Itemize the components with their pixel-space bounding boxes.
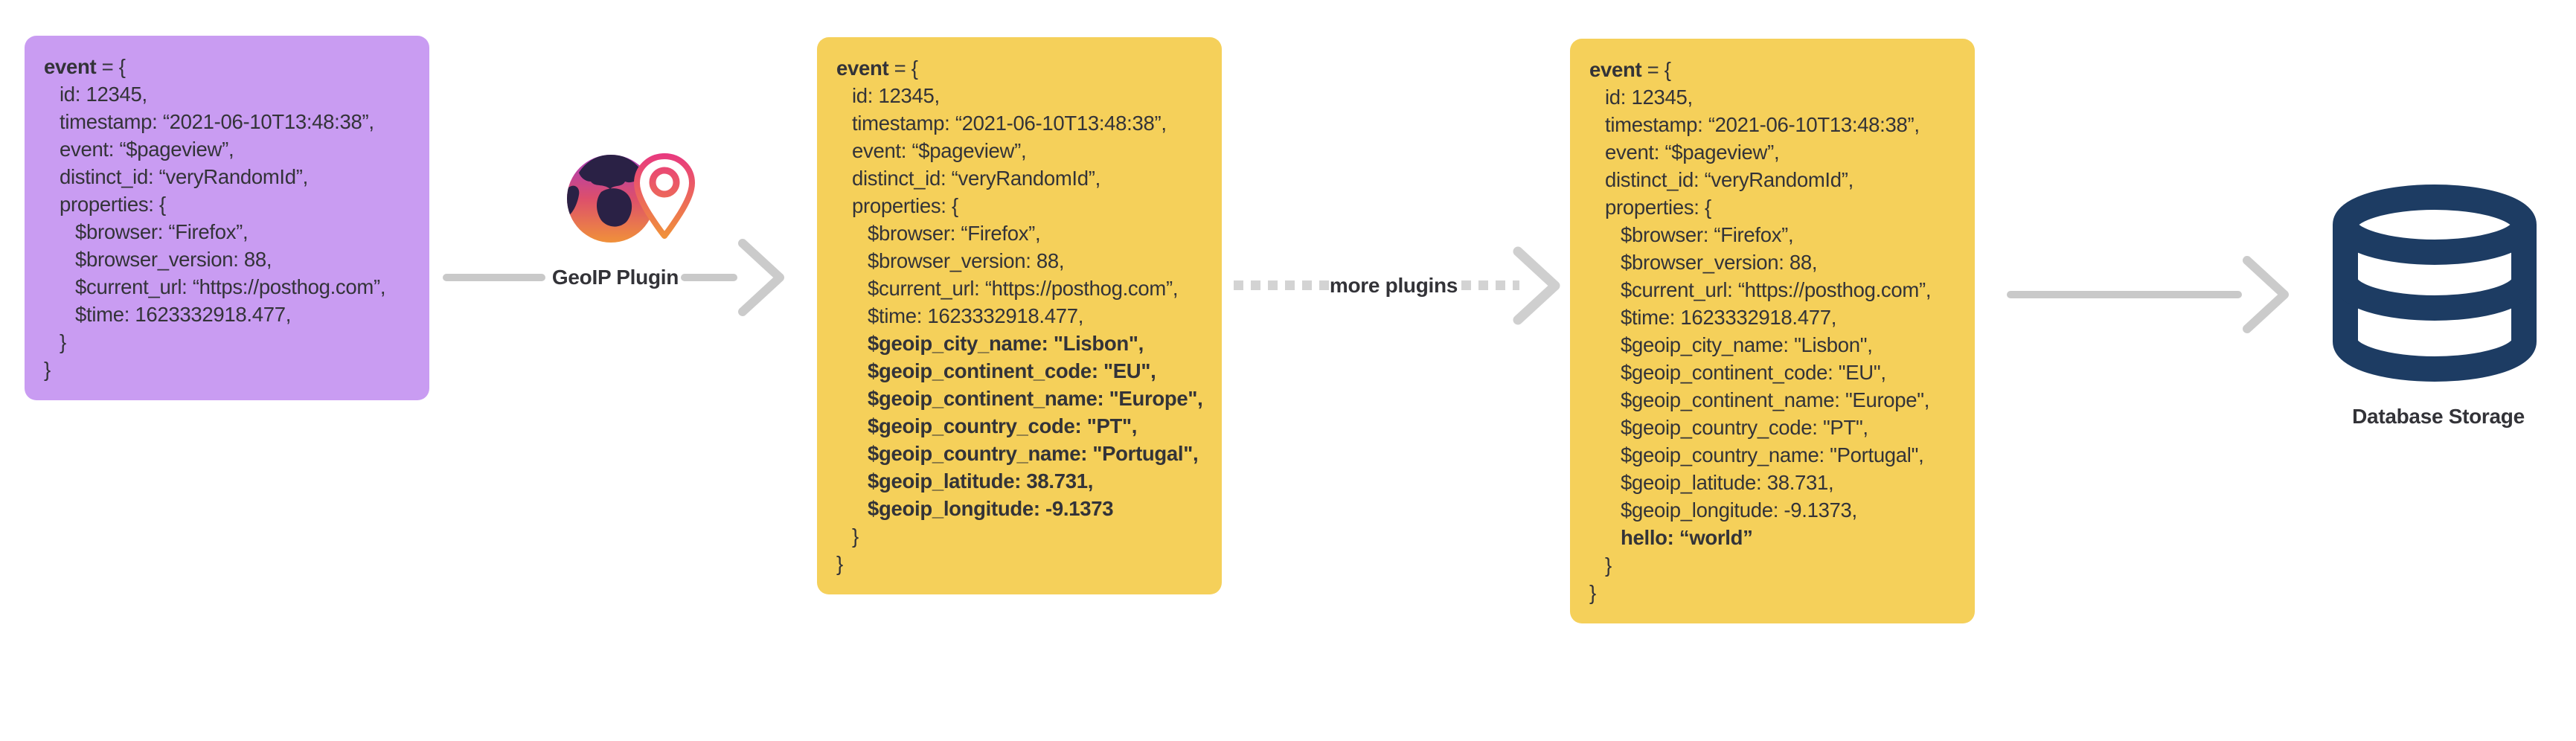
code-line: $geoip_continent_code: "EU", xyxy=(1621,361,1886,384)
code-line: $geoip_longitude: -9.1373, xyxy=(1621,498,1857,522)
code-line: } xyxy=(836,552,843,575)
code-line: $geoip_continent_code: "EU", xyxy=(868,359,1156,382)
event-json-card-more-plugins: event = { id: 12345, timestamp: “2021-06… xyxy=(1570,39,1975,623)
code-line: } xyxy=(1589,581,1596,604)
event-json-card-initial: event = { id: 12345, timestamp: “2021-06… xyxy=(25,36,429,400)
code-line: distinct_id: “veryRandomId”, xyxy=(1605,168,1853,191)
code-text: = { xyxy=(96,55,126,78)
code-line: } xyxy=(44,358,51,381)
code-line: $geoip_longitude: -9.1373 xyxy=(868,497,1114,520)
database-cylinder-icon xyxy=(2330,184,2537,382)
code-line: $geoip_country_name: "Portugal", xyxy=(1621,443,1924,466)
code-line: $geoip_continent_name: "Europe", xyxy=(1621,388,1930,411)
code-line: timestamp: “2021-06-10T13:48:38”, xyxy=(1605,113,1920,136)
dashed-arrow-line xyxy=(1461,280,1519,290)
code-line: $browser: “Firefox”, xyxy=(868,222,1041,245)
code-line: $geoip_city_name: "Lisbon", xyxy=(1621,333,1873,356)
code-line: } xyxy=(1605,554,1612,577)
code-keyword: event xyxy=(836,57,889,80)
code-line: id: 12345, xyxy=(1605,86,1693,109)
code-line: $geoip_latitude: 38.731, xyxy=(1621,471,1834,494)
code-line: } xyxy=(60,330,66,353)
code-line: $geoip_latitude: 38.731, xyxy=(868,469,1094,493)
event-json-card-geoip-enriched: event = { id: 12345, timestamp: “2021-06… xyxy=(817,37,1222,594)
code-line: $geoip_continent_name: "Europe", xyxy=(868,387,1203,410)
code-line: $current_url: “https://posthog.com”, xyxy=(868,277,1179,300)
code-line: $current_url: “https://posthog.com”, xyxy=(1621,278,1932,301)
database-storage-label: Database Storage xyxy=(2352,405,2525,428)
globe-with-location-pin-icon xyxy=(557,146,698,250)
code-line: $browser_version: 88, xyxy=(75,248,272,271)
code-line: timestamp: “2021-06-10T13:48:38”, xyxy=(60,110,374,133)
code-line: properties: { xyxy=(852,194,958,217)
more-plugins-label: more plugins xyxy=(1329,274,1458,297)
code-line: $time: 1623332918.477, xyxy=(75,303,292,326)
code-text: = { xyxy=(1641,58,1671,81)
code-line: $geoip_country_code: "PT", xyxy=(1621,416,1868,439)
code-line: $time: 1623332918.477, xyxy=(1621,306,1837,329)
code-line: $browser: “Firefox”, xyxy=(1621,223,1794,246)
arrow-line xyxy=(2007,291,2242,298)
right-arrow-icon xyxy=(1510,244,1564,327)
code-line: $current_url: “https://posthog.com”, xyxy=(75,275,386,298)
code-line: properties: { xyxy=(60,193,166,216)
code-line: distinct_id: “veryRandomId”, xyxy=(852,167,1100,190)
arrow-line xyxy=(681,274,737,281)
code-line: id: 12345, xyxy=(60,83,147,106)
code-line: distinct_id: “veryRandomId”, xyxy=(60,165,308,188)
code-line: id: 12345, xyxy=(852,84,940,107)
code-line: timestamp: “2021-06-10T13:48:38”, xyxy=(852,112,1167,135)
right-arrow-icon xyxy=(2240,253,2293,336)
code-line: event = { xyxy=(1589,56,1955,83)
code-line: $geoip_city_name: "Lisbon", xyxy=(868,332,1144,355)
code-line: $geoip_country_name: "Portugal", xyxy=(868,442,1199,465)
code-line: $time: 1623332918.477, xyxy=(868,304,1084,327)
code-line: event = { xyxy=(836,54,1202,82)
code-line: event: “$pageview”, xyxy=(852,139,1027,162)
code-line: hello: “world” xyxy=(1621,526,1753,549)
dashed-arrow-line xyxy=(1234,280,1330,290)
code-line: properties: { xyxy=(1605,196,1711,219)
geoip-plugin-label: GeoIP Plugin xyxy=(551,266,679,289)
right-arrow-icon xyxy=(735,236,789,319)
code-line: $browser_version: 88, xyxy=(868,249,1065,272)
code-line: $browser_version: 88, xyxy=(1621,251,1818,274)
code-line: $geoip_country_code: "PT", xyxy=(868,414,1138,437)
code-line: } xyxy=(852,525,859,548)
code-text: = { xyxy=(888,57,918,80)
code-keyword: event xyxy=(44,55,97,78)
code-line: event: “$pageview”, xyxy=(1605,141,1780,164)
code-line: event = { xyxy=(44,53,410,80)
code-keyword: event xyxy=(1589,58,1642,81)
code-line: event: “$pageview”, xyxy=(60,138,234,161)
code-line: $browser: “Firefox”, xyxy=(75,220,249,243)
arrow-line xyxy=(443,274,545,281)
